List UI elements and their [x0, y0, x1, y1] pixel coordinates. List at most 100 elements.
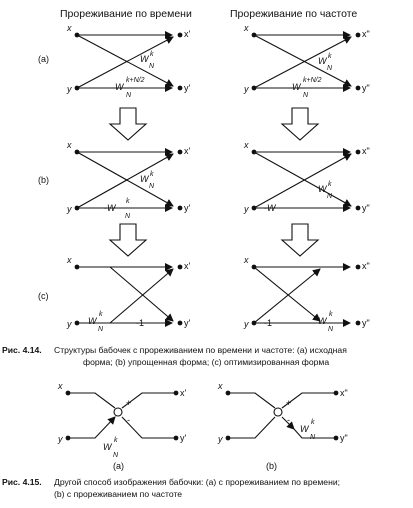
svg-text:y: y — [243, 84, 249, 94]
svg-text:W: W — [88, 316, 98, 326]
minus-sign: - — [127, 415, 130, 425]
svg-text:W: W — [300, 424, 310, 434]
butterfly-a-time: x y x' y' W k N W k+N/2 N — [66, 23, 191, 99]
svg-text:x': x' — [184, 146, 191, 156]
svg-text:N: N — [310, 434, 316, 441]
caption-414-line2: форма; (b) упрощенная форма; (с) оптимиз… — [83, 357, 329, 367]
caption-fig-414: Рис. 4.14. Структуры бабочек с прорежива… — [2, 345, 347, 367]
svg-text:k: k — [150, 171, 154, 178]
node-y-prime: y' — [184, 83, 191, 93]
svg-text:W: W — [140, 174, 150, 184]
down-arrow-icon — [108, 107, 148, 141]
butterfly-c-freq: x y x" y" -1 W k N — [243, 255, 370, 333]
svg-text:k: k — [99, 311, 103, 318]
caption-fig-415: Рис. 4.15. Другой способ изображения баб… — [2, 477, 340, 499]
row-label-a: (a) — [38, 54, 49, 64]
butterfly-b-time: x y x' y' W k N -W k N — [66, 140, 191, 220]
svg-text:y": y" — [362, 318, 370, 328]
down-arrow-icon — [108, 223, 148, 257]
svg-text:N: N — [149, 183, 155, 190]
caption-414-number: Рис. 4.14. — [2, 345, 42, 355]
header-time: Прореживание по времени — [60, 8, 192, 20]
svg-text:y: y — [66, 204, 72, 214]
weight-neg-w: -W — [104, 203, 117, 213]
svg-text:x: x — [217, 381, 223, 391]
svg-text:W: W — [103, 442, 113, 452]
svg-text:x": x" — [362, 146, 370, 156]
butterfly-c-time: x y x' y' W k N -1 — [66, 255, 191, 333]
svg-text:N: N — [98, 326, 104, 333]
sub-label-b: (b) — [266, 461, 277, 471]
down-arrow-icon — [280, 107, 320, 141]
svg-text:N: N — [125, 213, 131, 220]
svg-text:-W: -W — [264, 203, 277, 213]
svg-text:y': y' — [180, 433, 187, 443]
node-x-prime: x' — [184, 29, 191, 39]
node-x: x — [66, 23, 72, 33]
svg-text:y: y — [57, 434, 63, 444]
svg-text:W: W — [318, 316, 328, 326]
caption-415-number: Рис. 4.15. — [2, 477, 42, 487]
svg-text:x: x — [243, 255, 249, 265]
weight-w: W — [140, 54, 150, 64]
svg-text:N: N — [328, 326, 334, 333]
weight-w-half: W — [115, 82, 125, 92]
butterfly-b-freq: x y x" y" -W W k N — [243, 140, 370, 214]
svg-text:y: y — [66, 319, 72, 329]
svg-text:-: - — [287, 415, 290, 425]
svg-text:x: x — [57, 381, 63, 391]
svg-text:x: x — [66, 255, 72, 265]
svg-text:N: N — [149, 63, 155, 70]
svg-text:y": y" — [362, 83, 370, 93]
svg-text:k+N/2: k+N/2 — [126, 77, 145, 84]
svg-text:y': y' — [184, 318, 191, 328]
svg-text:N: N — [126, 92, 132, 99]
svg-text:x: x — [243, 23, 249, 33]
svg-text:k: k — [311, 419, 315, 426]
svg-text:-1: -1 — [264, 318, 272, 328]
row-label-c: (c) — [38, 291, 49, 301]
svg-text:y": y" — [340, 433, 348, 443]
svg-text:N: N — [327, 193, 333, 200]
svg-text:W: W — [318, 56, 328, 66]
caption-414-line1: Структуры бабочек с прореживанием по вре… — [54, 345, 347, 355]
svg-text:x: x — [66, 140, 72, 150]
butterfly-415-a: x y x' y' + - W k N (a) — [57, 381, 187, 471]
plus-sign: + — [126, 398, 131, 408]
svg-text:y": y" — [362, 203, 370, 213]
down-arrow-icon — [280, 223, 320, 257]
svg-text:y: y — [243, 319, 249, 329]
weight-minus-one: -1 — [136, 318, 144, 328]
node-y: y — [66, 84, 72, 94]
svg-text:W: W — [318, 184, 328, 194]
svg-text:+: + — [286, 398, 291, 408]
svg-text:x': x' — [180, 388, 187, 398]
svg-text:k: k — [328, 53, 332, 60]
svg-text:y': y' — [184, 203, 191, 213]
row-label-b: (b) — [38, 175, 49, 185]
svg-text:N: N — [303, 92, 309, 99]
svg-text:x": x" — [362, 261, 370, 271]
svg-text:k: k — [329, 311, 333, 318]
butterfly-a-freq: x y x" y" W k N W k+N/2 N — [243, 23, 370, 99]
svg-text:k: k — [114, 437, 118, 444]
svg-text:x': x' — [184, 261, 191, 271]
caption-415-line2: (b) с прореживанием по частоте — [54, 489, 182, 499]
svg-text:N: N — [327, 65, 333, 72]
svg-text:x": x" — [340, 388, 348, 398]
caption-415-line1: Другой способ изображения бабочки: (а) с… — [54, 477, 340, 487]
butterfly-415-b: x y x" y" + - W k N (b) — [217, 381, 348, 471]
svg-text:x": x" — [362, 29, 370, 39]
svg-text:k: k — [126, 198, 130, 205]
svg-text:x: x — [243, 140, 249, 150]
svg-text:k+N/2: k+N/2 — [303, 77, 322, 84]
svg-text:k: k — [150, 51, 154, 58]
svg-text:k: k — [328, 181, 332, 188]
header-freq: Прореживание по частоте — [230, 8, 357, 20]
svg-text:W: W — [292, 82, 302, 92]
sub-label-a: (a) — [113, 461, 124, 471]
svg-text:N: N — [113, 452, 119, 459]
svg-text:y: y — [217, 434, 223, 444]
svg-text:y: y — [243, 204, 249, 214]
